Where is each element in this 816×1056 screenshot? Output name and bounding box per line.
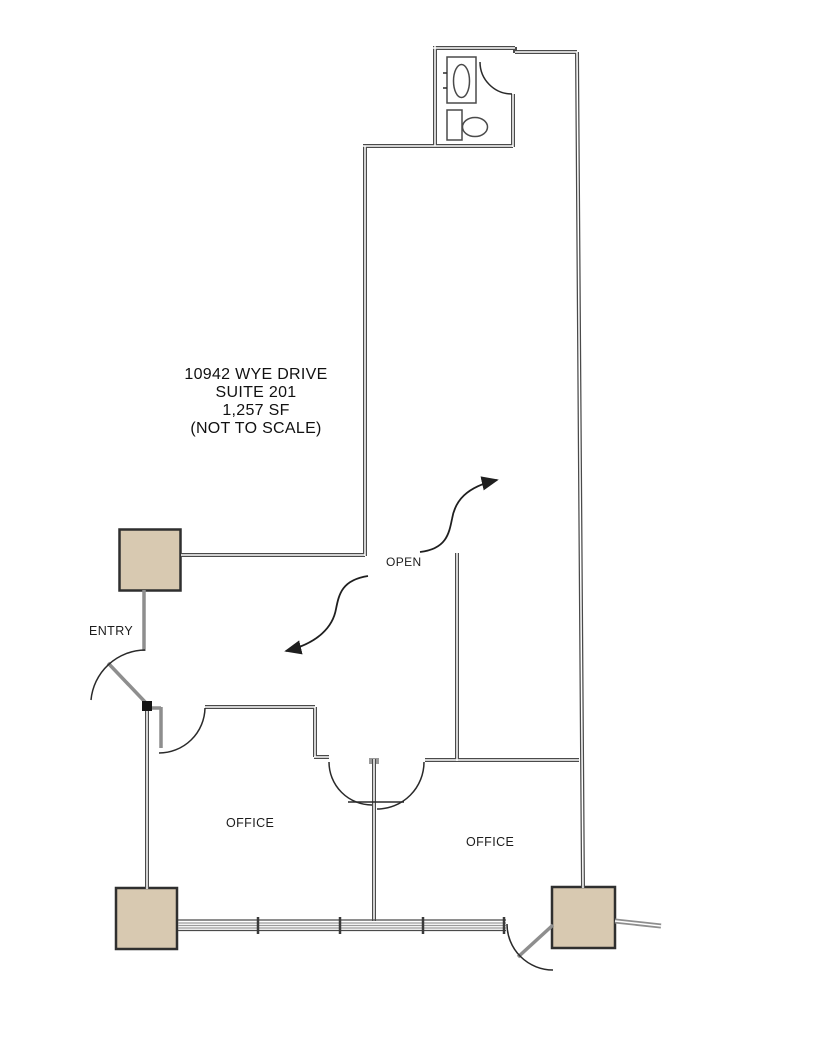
plan-title-block: 10942 WYE DRIVE SUITE 201 1,257 SF (NOT … [106, 366, 406, 438]
circulation-arrows [284, 476, 499, 655]
plan-suite: SUITE 201 [215, 384, 297, 401]
sink-vanity-icon [443, 56, 477, 104]
walls [145, 46, 585, 921]
door-swing-arc-restroom [479, 61, 513, 95]
door-swing-arc-office-right [376, 761, 425, 810]
entry-hinge-block [142, 701, 152, 711]
room-label-office-left: OFFICE [226, 816, 275, 830]
door-swing-arc-office-left [328, 761, 373, 806]
restroom-fixtures [443, 56, 489, 141]
plan-address: 10942 WYE DRIVE [184, 366, 328, 383]
column-marker-top-left [118, 528, 182, 592]
room-label-entry: ENTRY [89, 624, 134, 638]
wall-outline-core [146, 46, 584, 921]
right-exterior-wall-stub-core [614, 920, 662, 927]
rear-door-leaf [516, 923, 555, 959]
room-label-open: OPEN [386, 555, 422, 569]
column-marker-bottom-right [550, 885, 617, 950]
room-label-office-right: OFFICE [466, 835, 515, 849]
window-mullion-band [178, 917, 506, 934]
entry-door-leaf [106, 661, 149, 706]
plan-area: 1,257 SF [222, 402, 290, 419]
flow-arrow-up-right [419, 476, 499, 553]
flow-arrow-down-left [284, 575, 369, 655]
door-swing-arc-vestibule [158, 707, 206, 754]
column-marker-bottom-left [114, 886, 179, 951]
door-swing-arc-rear [506, 923, 554, 971]
plan-scale-note: (NOT TO SCALE) [190, 420, 322, 437]
toilet-icon [446, 109, 489, 141]
door-swing-arc-entry [90, 649, 146, 701]
door-swings [90, 61, 554, 971]
